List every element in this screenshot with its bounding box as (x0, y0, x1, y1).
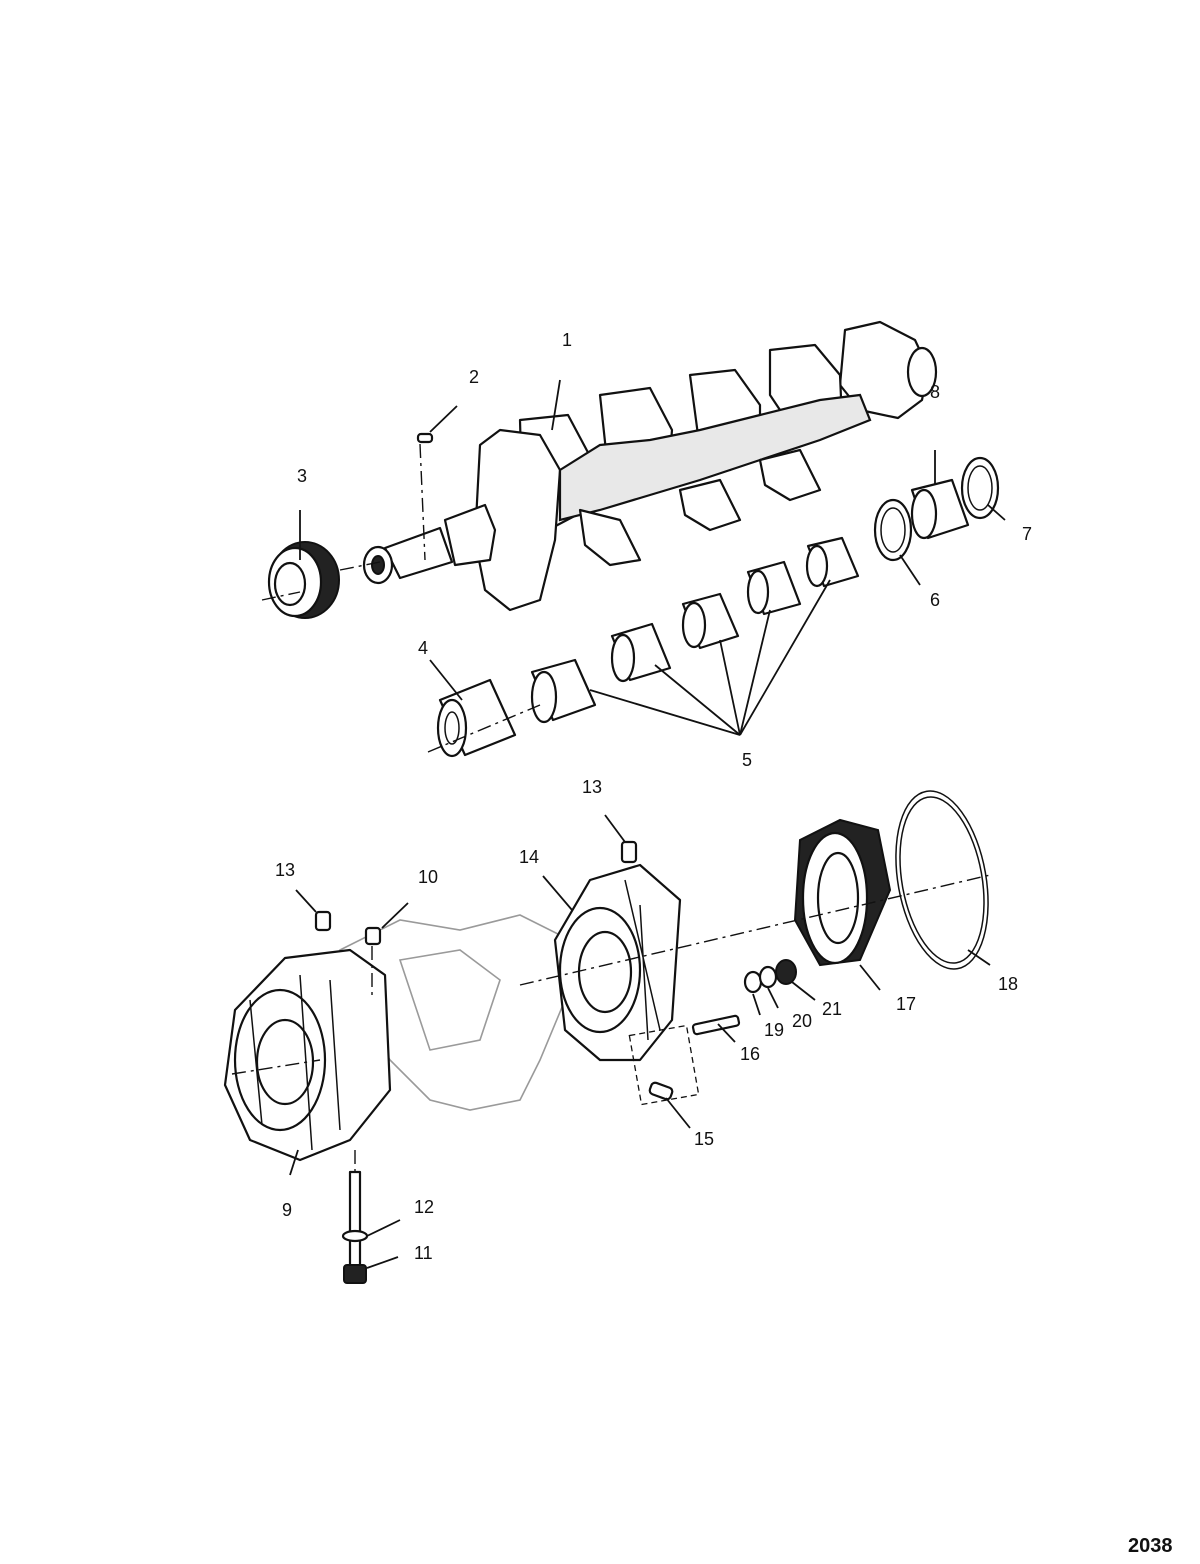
callout-13-left: 13 (275, 860, 295, 880)
callout-3: 3 (297, 466, 307, 486)
callout-7: 7 (1022, 524, 1032, 544)
lock-washer-20 (758, 965, 778, 989)
thrust-bearing-8 (910, 478, 970, 540)
nut-21 (775, 959, 797, 985)
main-bearing-set (530, 536, 860, 724)
dowel-13-left (314, 910, 332, 932)
bolt-11 (343, 1170, 367, 1284)
callout-17: 17 (896, 994, 916, 1014)
callout-1: 1 (562, 330, 572, 350)
callout-12: 12 (414, 1197, 434, 1217)
callout-20: 20 (792, 1011, 812, 1031)
crankshaft (362, 320, 938, 612)
oil-seal-17 (793, 818, 892, 967)
callout-11: 11 (414, 1243, 433, 1263)
callout-9: 9 (282, 1200, 292, 1220)
callout-13-right: 13 (582, 777, 602, 797)
figure-number: 2038 (1128, 1535, 1173, 1557)
thrust-washer-6 (873, 498, 913, 562)
callout-5: 5 (742, 750, 752, 770)
o-ring-18 (895, 790, 989, 970)
callout-21: 21 (822, 999, 842, 1019)
callout-16: 16 (740, 1044, 760, 1064)
callout-10: 10 (418, 867, 438, 887)
callout-18: 18 (998, 974, 1018, 994)
dowel-15 (648, 1081, 674, 1101)
pump-stud-16 (691, 1014, 741, 1036)
callout-4: 4 (418, 638, 428, 658)
dowel-10 (364, 926, 382, 946)
ghost-engine-block (339, 914, 566, 1111)
leader-lines (289, 379, 1006, 1269)
main-bearing-front (436, 678, 517, 758)
washer-12 (341, 1229, 369, 1243)
rear-main-seal-housing-9 (223, 948, 392, 1162)
callout-8: 8 (930, 382, 940, 402)
key (416, 432, 434, 444)
crankshaft-gear (267, 541, 340, 619)
callout-14: 14 (519, 847, 539, 867)
callout-6: 6 (930, 590, 940, 610)
callout-15: 15 (694, 1129, 714, 1149)
callout-19: 19 (764, 1020, 784, 1040)
callout-2: 2 (469, 367, 479, 387)
washer-19 (743, 970, 763, 994)
thrust-washer-7 (960, 456, 1000, 520)
dowel-13-right (620, 840, 638, 864)
